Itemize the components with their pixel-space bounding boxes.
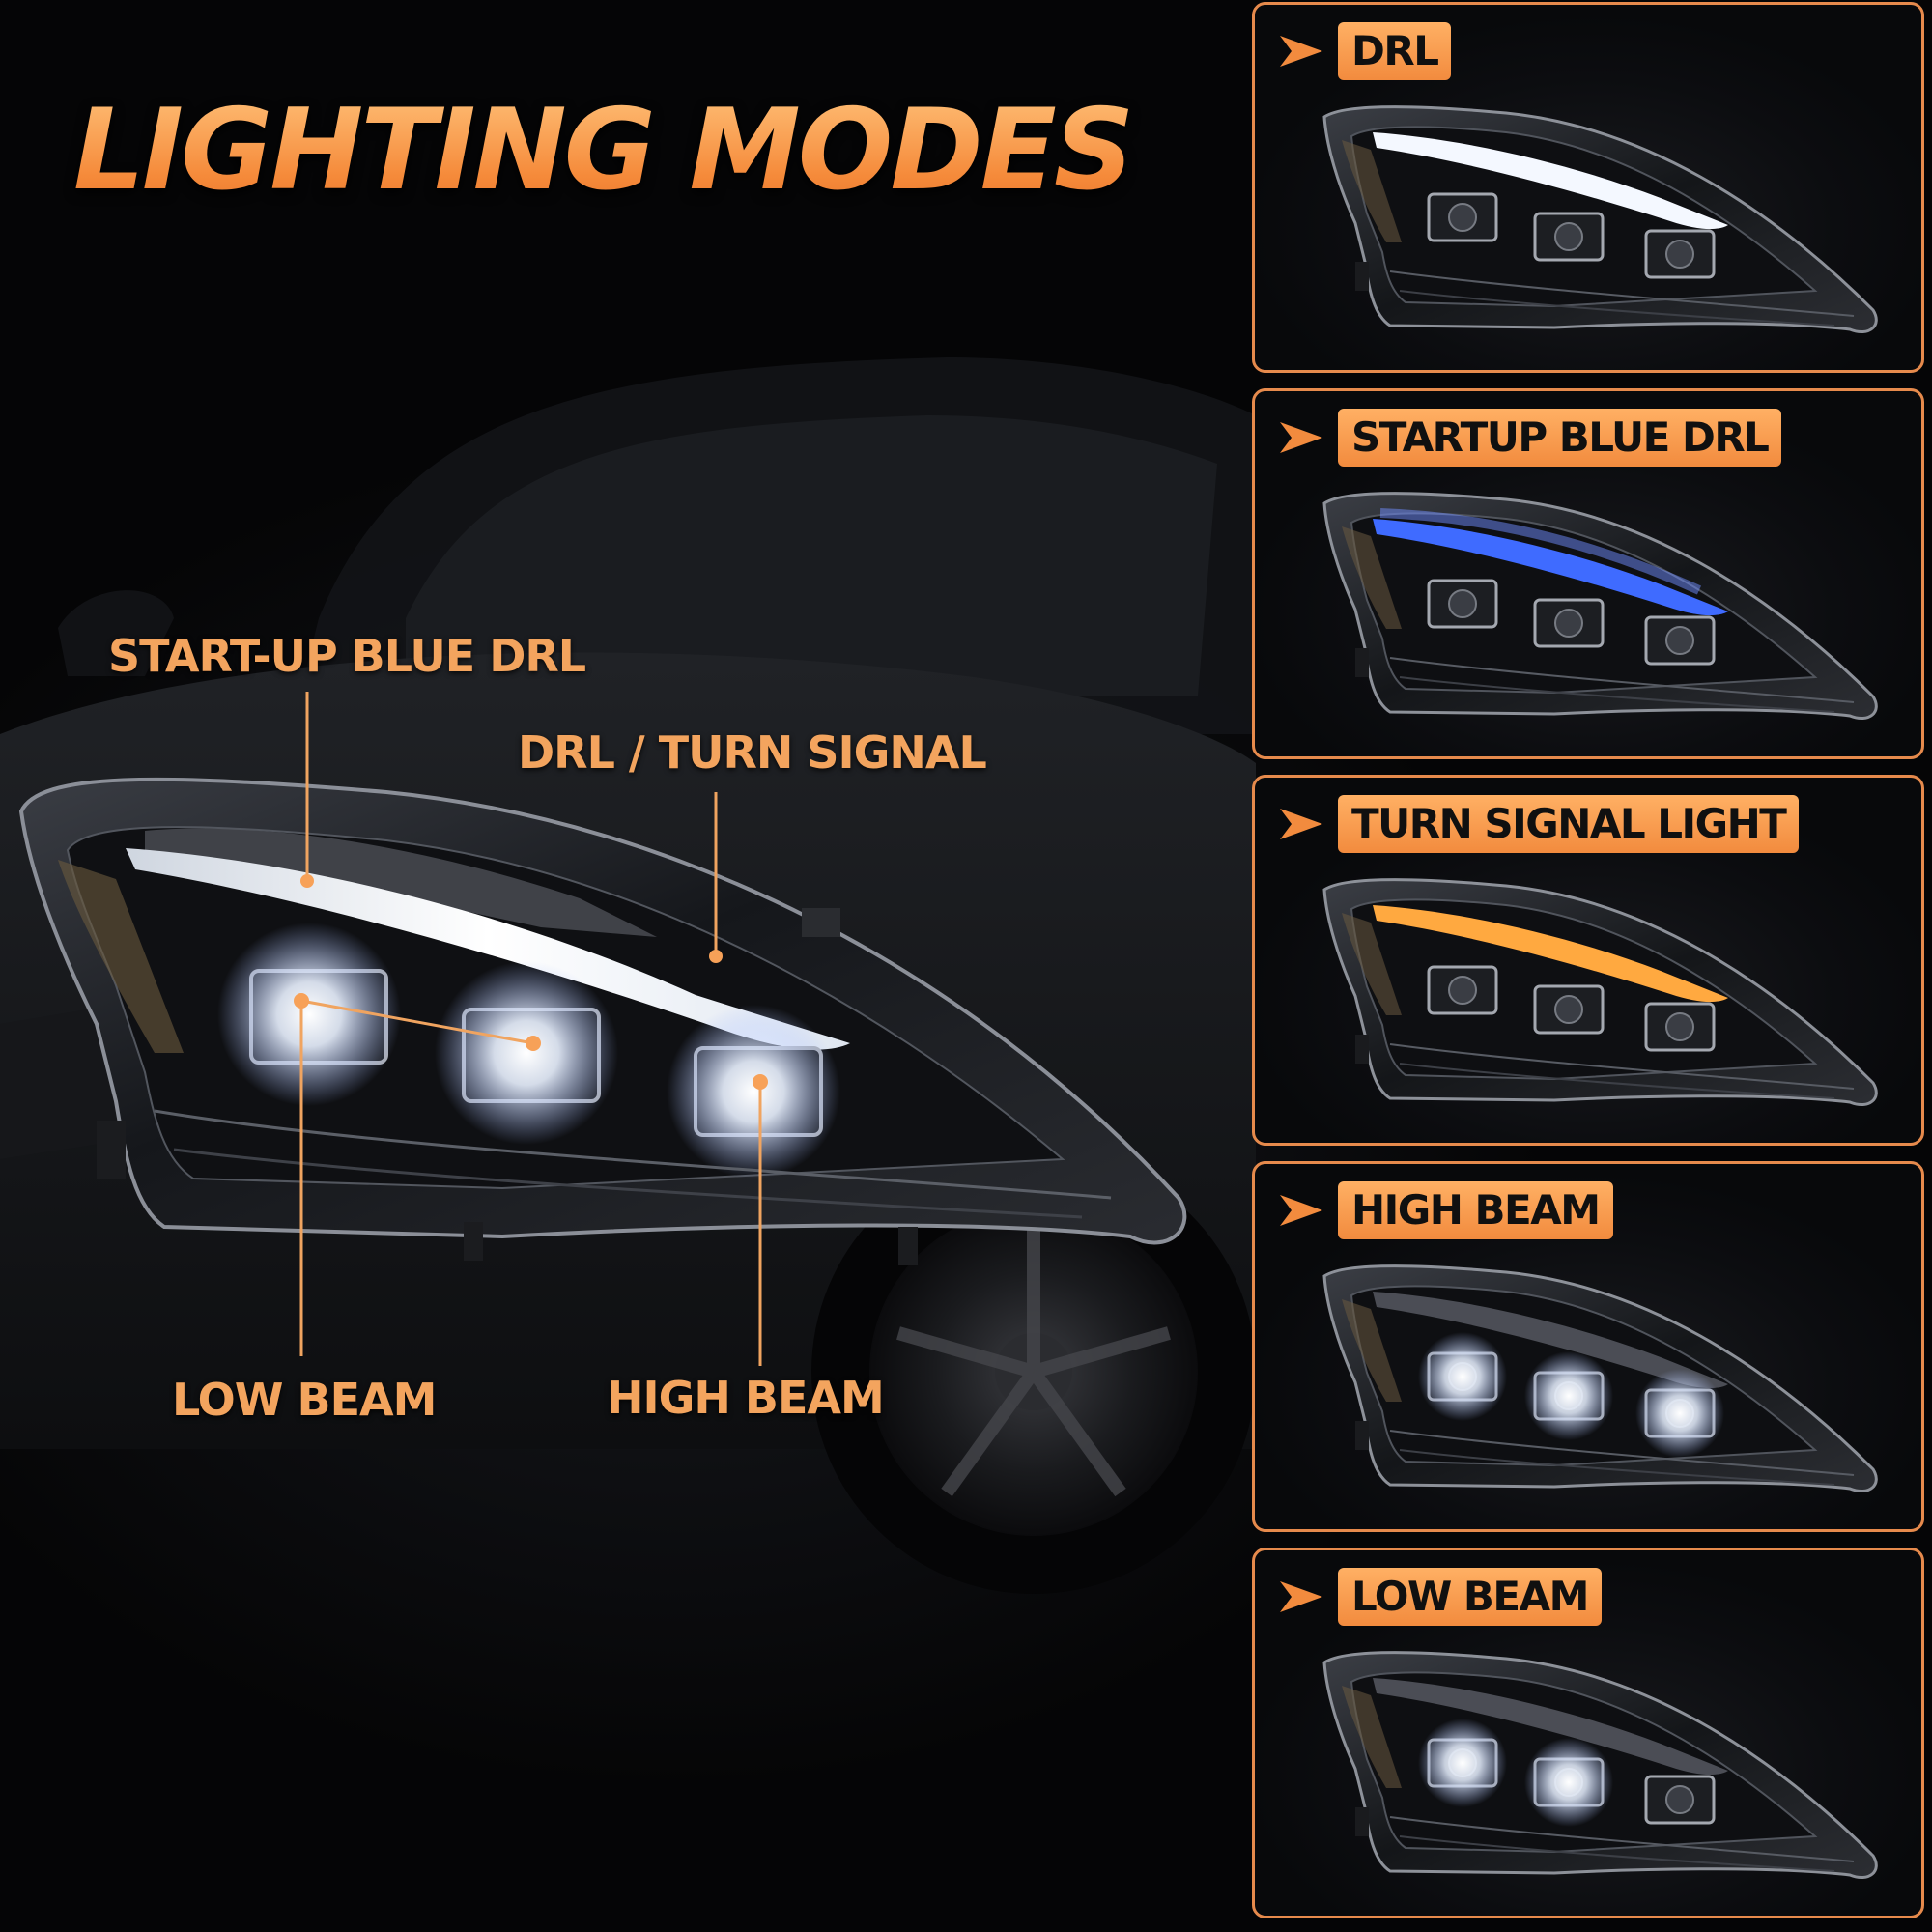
mode-label: TURN SIGNAL LIGHT — [1338, 795, 1800, 853]
callout-high-beam: HIGH BEAM — [607, 1372, 885, 1424]
lighting-mode-panels: DRL STARTUP BLUE DRL TURN SIGNAL LIGHT H… — [1252, 2, 1928, 1928]
arrow-right-icon — [1280, 809, 1322, 839]
mode-tag: DRL — [1276, 22, 1452, 80]
arrow-right-icon — [1280, 422, 1322, 453]
arrow-right-icon — [1280, 1581, 1322, 1612]
page-title: LIGHTING MODES — [73, 85, 1134, 215]
mode-label: LOW BEAM — [1338, 1568, 1602, 1626]
mode-label: STARTUP BLUE DRL — [1338, 409, 1782, 467]
mode-panel-high-beam: HIGH BEAM — [1252, 1161, 1924, 1532]
callout-startup-blue-drl: START-UP BLUE DRL — [108, 630, 586, 682]
arrow-right-icon — [1280, 1195, 1322, 1226]
mode-panel-low-beam: LOW BEAM — [1252, 1548, 1924, 1918]
mode-tag: HIGH BEAM — [1276, 1181, 1613, 1239]
arrow-right-icon — [1280, 36, 1322, 67]
mode-tag: LOW BEAM — [1276, 1568, 1602, 1626]
mode-headlight-illustration — [1322, 1264, 1878, 1492]
mode-label: DRL — [1338, 22, 1452, 80]
mode-headlight-illustration — [1322, 105, 1878, 333]
mode-tag: STARTUP BLUE DRL — [1276, 409, 1782, 467]
mode-panel-turn-signal: TURN SIGNAL LIGHT — [1252, 775, 1924, 1146]
mode-headlight-illustration — [1322, 878, 1878, 1106]
mode-headlight-illustration — [1322, 492, 1878, 720]
mode-panel-drl: DRL — [1252, 2, 1924, 373]
callout-low-beam: LOW BEAM — [172, 1374, 437, 1426]
main-headlight-illustration — [18, 777, 1187, 1265]
callout-drl-turn-signal: DRL / TURN SIGNAL — [518, 726, 987, 779]
mode-tag: TURN SIGNAL LIGHT — [1276, 795, 1800, 853]
mode-panel-blue-drl: STARTUP BLUE DRL — [1252, 388, 1924, 759]
mode-label: HIGH BEAM — [1338, 1181, 1613, 1239]
mode-headlight-illustration — [1322, 1651, 1878, 1879]
